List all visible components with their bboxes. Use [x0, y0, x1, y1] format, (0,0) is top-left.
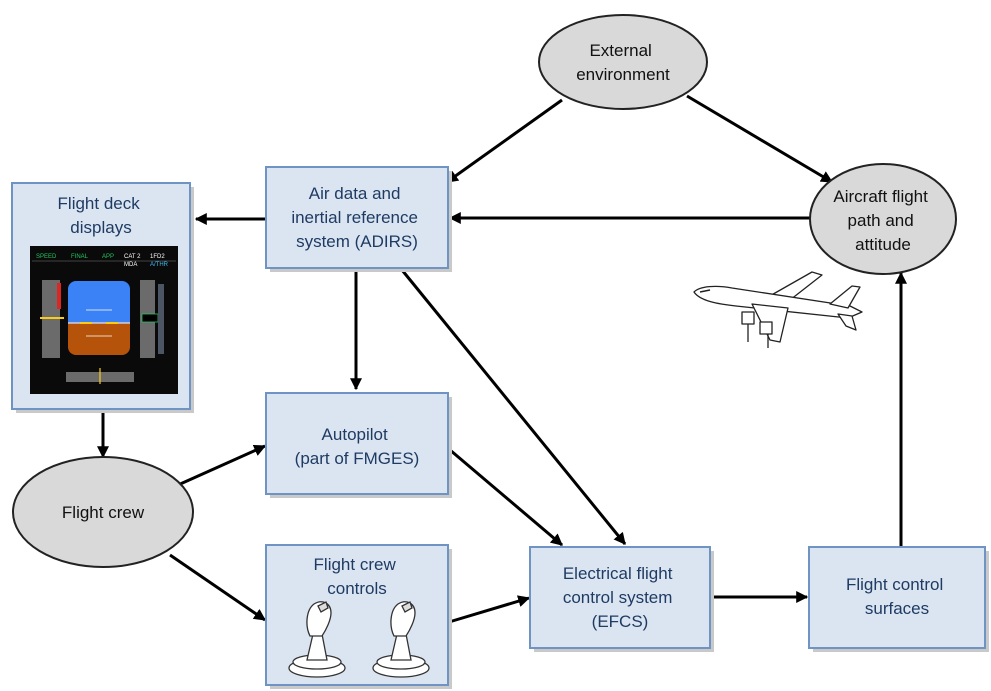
- pfd-mode-speed: SPEED: [36, 254, 57, 260]
- aircraft-flight-path-node: Aircraft flight path and attitude: [809, 163, 957, 275]
- arrow-environment-to-aircraft: [686, 94, 834, 184]
- pfd-mda: MDA: [124, 262, 137, 268]
- arrow-environment-to-adirs: [446, 98, 563, 184]
- sidestick-left-icon: [288, 601, 346, 678]
- autopilot-label: Autopilot (part of FMGES): [295, 425, 420, 468]
- sidestick-right-icon: [372, 601, 430, 678]
- primary-flight-display-image: SPEED FINAL APP CAT 2 MDA 1FD2 A/THR: [30, 246, 178, 394]
- airplane-icon: [693, 271, 863, 348]
- arrow-crew-to-controls: [169, 553, 266, 622]
- pfd-athr: A/THR: [150, 262, 169, 268]
- pfd-fd: 1FD2: [150, 254, 165, 260]
- flight-crew-controls-label: Flight crew controls: [314, 555, 401, 598]
- external-environment-node: External environment: [538, 14, 708, 110]
- flight-control-surfaces-node: Flight control surfaces: [808, 546, 989, 652]
- flight-deck-displays-node: Flight deck displays SPEED FINAL APP CAT…: [11, 182, 194, 413]
- pfd-cat: CAT 2: [124, 254, 141, 260]
- arrow-adirs-to-efcs: [400, 269, 627, 545]
- pfd-mode-app: APP: [102, 254, 114, 260]
- flight-control-surfaces-label: Flight control surfaces: [846, 575, 948, 618]
- adirs-node: Air data and inertial reference system (…: [265, 166, 452, 272]
- flight-crew-controls-node: Flight crew controls: [265, 544, 452, 689]
- efcs-node: Electrical flight control system (EFCS): [529, 546, 714, 652]
- aircraft-flight-path-label: Aircraft flight path and attitude: [833, 187, 932, 254]
- arrow-crew-to-autopilot: [177, 444, 267, 487]
- pfd-mode-final: FINAL: [71, 254, 89, 260]
- external-environment-label: External environment: [576, 41, 670, 84]
- flight-crew-node: Flight crew: [12, 456, 194, 568]
- adirs-label: Air data and inertial reference system (…: [291, 184, 422, 251]
- autopilot-node: Autopilot (part of FMGES): [265, 392, 452, 498]
- arrow-controls-to-efcs: [448, 595, 531, 624]
- efcs-label: Electrical flight control system (EFCS): [563, 564, 677, 631]
- arrow-autopilot-to-efcs: [449, 448, 563, 547]
- flight-crew-label: Flight crew: [62, 503, 145, 522]
- connector-arrows: [97, 94, 907, 624]
- flight-deck-displays-label: Flight deck displays: [58, 194, 145, 237]
